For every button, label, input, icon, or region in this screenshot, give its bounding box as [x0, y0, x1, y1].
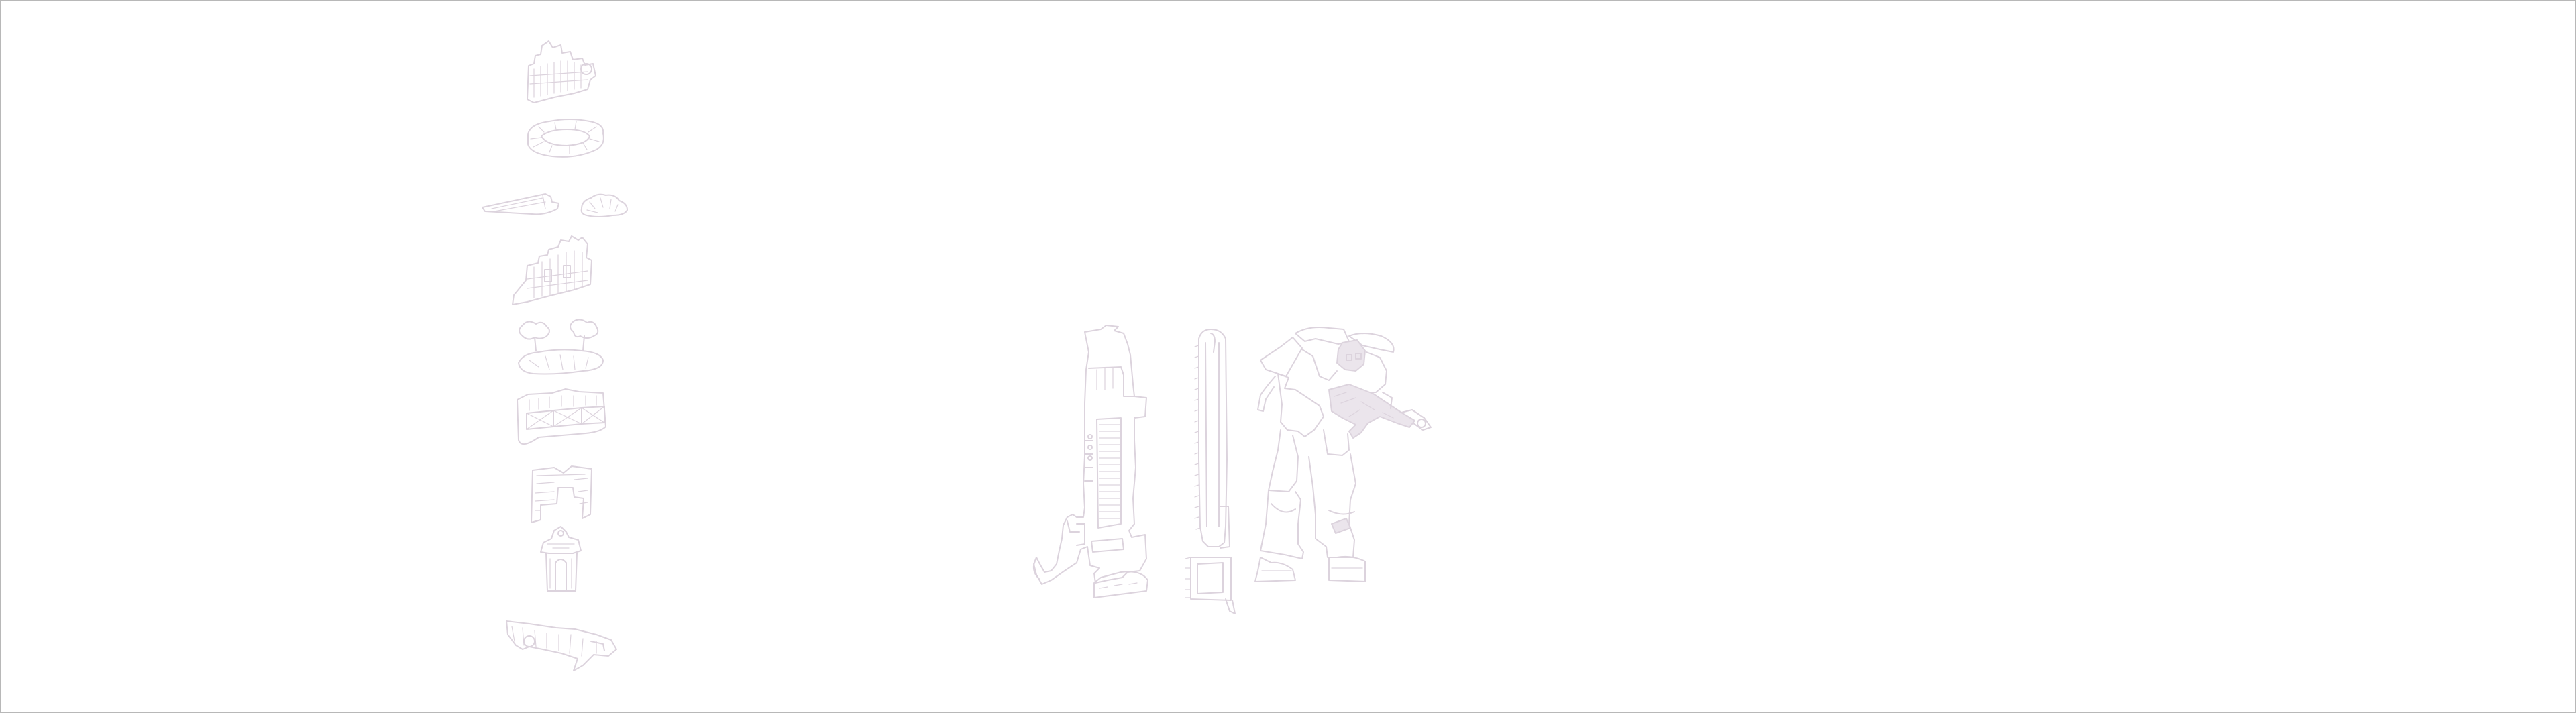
barricade-icon	[517, 388, 606, 445]
rubble-pile-icon	[580, 193, 628, 217]
chainsword-arm-icon	[1032, 325, 1148, 598]
chainsword-blade-icon	[1185, 329, 1236, 614]
tree-cluster-icon	[518, 319, 604, 375]
shrine-icon	[540, 526, 582, 592]
armored-marine-icon	[1254, 327, 1432, 582]
wreckage-icon	[506, 620, 617, 671]
ruined-building-icon	[512, 235, 592, 305]
ruined-tower-icon	[527, 40, 596, 103]
crater-ring-icon	[527, 119, 604, 158]
ruined-archway-icon	[531, 465, 592, 523]
fallen-wall-icon	[482, 193, 559, 215]
